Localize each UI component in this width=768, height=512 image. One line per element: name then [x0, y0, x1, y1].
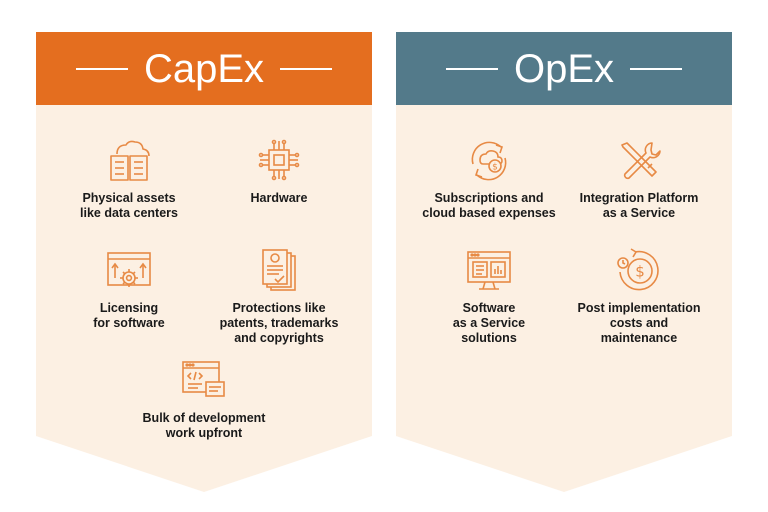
opex-item-subscriptions: $ Subscriptions and cloud based expenses	[414, 138, 564, 221]
cloud-cycle-icon: $	[471, 141, 507, 181]
tools-icon	[621, 142, 661, 180]
svg-text:$: $	[492, 163, 498, 173]
capex-item-development: Bulk of development work upfront	[129, 358, 279, 441]
license-gear-icon	[107, 252, 151, 287]
opex-item-integration-platform: Integration Platform as a Service	[564, 138, 714, 221]
documents-seal-icon	[262, 249, 296, 291]
code-window-icon	[182, 361, 225, 397]
item-label: Integration Platform as a Service	[579, 191, 699, 220]
opex-header: OpEx	[396, 32, 732, 105]
chip-icon	[258, 139, 300, 181]
item-label: Subscriptions and cloud based expenses	[422, 191, 556, 220]
capex-item-licensing: Licensing for software	[54, 248, 204, 331]
monitor-dashboard-icon	[467, 251, 511, 290]
item-label: Physical assets like data centers	[80, 191, 178, 220]
opex-item-post-implementation: $ Post implementation costs and maintena…	[564, 248, 714, 346]
capex-header: CapEx	[36, 32, 372, 105]
opex-title: OpEx	[513, 46, 615, 91]
item-label: Protections like patents, trademarks and…	[219, 301, 339, 345]
item-label: Post implementation costs and maintenanc…	[577, 301, 701, 345]
capex-item-protections: Protections like patents, trademarks and…	[204, 248, 354, 346]
capex-panel: CapEx Physical assets like data centers	[36, 32, 372, 492]
capex-item-physical-assets: Physical assets like data centers	[54, 138, 204, 221]
item-label: Software as a Service solutions	[452, 301, 526, 345]
item-label: Bulk of development work upfront	[142, 411, 266, 440]
building-assets-icon	[110, 140, 150, 181]
header-rule-left	[445, 67, 498, 70]
header-rule-left	[75, 67, 128, 70]
header-rule-right	[280, 67, 333, 70]
opex-panel: OpEx $ Subscriptions and cloud based exp…	[396, 32, 732, 492]
item-label: Licensing for software	[93, 301, 165, 330]
item-label: Hardware	[250, 191, 308, 205]
opex-item-saas: Software as a Service solutions	[414, 248, 564, 346]
svg-text:$: $	[635, 263, 645, 281]
capex-title: CapEx	[143, 46, 265, 91]
capex-item-hardware: Hardware	[204, 138, 354, 206]
dollar-cycle-icon: $	[617, 248, 659, 291]
header-rule-right	[630, 67, 683, 70]
